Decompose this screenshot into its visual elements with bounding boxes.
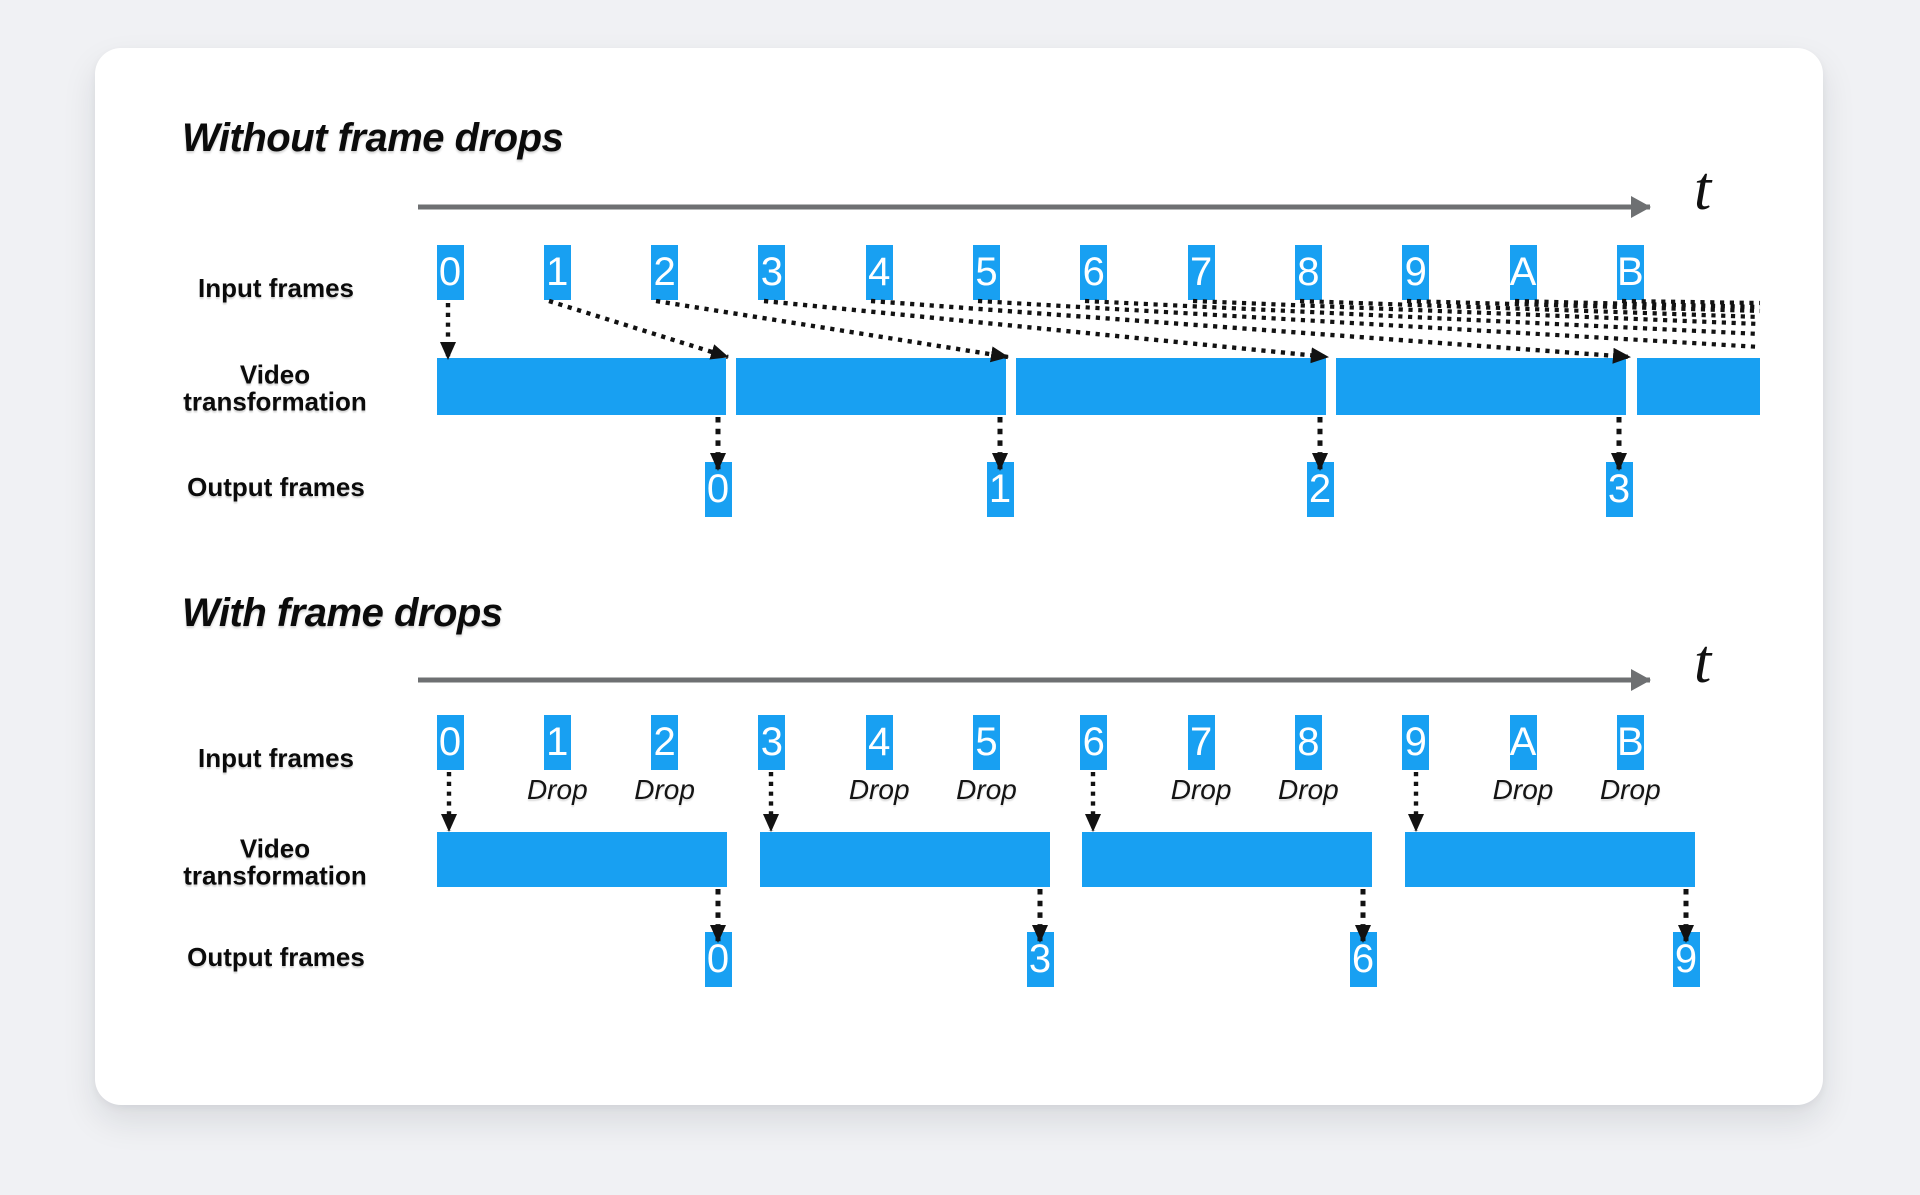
input-frames-label: Input frames xyxy=(197,272,355,303)
input-frame-box: 4 xyxy=(865,715,893,770)
drop-label: Drop xyxy=(526,774,588,805)
input-frame-box: 5 xyxy=(973,715,1000,770)
video-transformation-label-line: transformation xyxy=(183,386,367,416)
section-title: With frame drops xyxy=(182,591,503,635)
output-frames-label: Output frames xyxy=(187,941,365,972)
video-transformation-label-line: Video xyxy=(239,359,311,390)
transform-block xyxy=(1082,832,1372,887)
drop-label: Drop xyxy=(1599,774,1661,805)
input-frame-box: A xyxy=(1509,245,1537,300)
output-frame-box: 0 xyxy=(704,462,732,517)
drop-label: Drop xyxy=(956,774,1017,805)
drop-label: Drop xyxy=(1170,774,1232,805)
drop-label: Drop xyxy=(1492,774,1554,805)
output-frame-box: 0 xyxy=(704,932,732,987)
input-frame-box: 9 xyxy=(1402,715,1430,770)
transform-block xyxy=(1016,358,1326,415)
output-frame-box: 9 xyxy=(1672,932,1700,987)
input-frames-label: Input frames xyxy=(197,742,355,773)
diagram-card xyxy=(95,48,1823,1105)
input-frame-box: 0 xyxy=(436,715,464,770)
transform-block xyxy=(1336,358,1626,415)
input-frame-box: 1 xyxy=(543,715,571,770)
output-frame-box: 6 xyxy=(1349,932,1377,987)
transform-block xyxy=(437,358,726,415)
input-frame-box: 6 xyxy=(1080,715,1108,770)
time-axis-label: t xyxy=(1694,628,1712,696)
time-axis-label: t xyxy=(1694,155,1712,223)
video-transformation-label-line: transformation xyxy=(183,860,367,890)
input-frame-box: 1 xyxy=(543,245,571,300)
input-frame-box: 9 xyxy=(1402,245,1430,300)
input-frame-box: 5 xyxy=(973,245,1000,300)
drop-label: Drop xyxy=(1278,774,1339,805)
input-frame-box: B xyxy=(1616,245,1644,300)
input-frame-box: 7 xyxy=(1187,245,1215,300)
transform-block xyxy=(760,832,1050,887)
input-frame-box: 0 xyxy=(436,245,464,300)
output-frame-box: 3 xyxy=(1026,932,1054,987)
drop-label: Drop xyxy=(634,774,695,805)
input-frame-box: 8 xyxy=(1294,715,1322,770)
transform-block xyxy=(437,832,727,887)
section-title: Without frame drops xyxy=(182,116,564,160)
input-frame-box: 8 xyxy=(1294,245,1322,300)
input-frame-box: 3 xyxy=(758,715,786,770)
output-frame-box: 3 xyxy=(1605,462,1633,517)
input-frame-box: 2 xyxy=(651,715,679,770)
input-frame-box: 6 xyxy=(1080,245,1108,300)
output-frame-box: 1 xyxy=(986,462,1014,517)
transform-block xyxy=(1405,832,1695,887)
output-frames-label: Output frames xyxy=(187,471,365,502)
input-frame-box: B xyxy=(1616,715,1644,770)
video-transformation-label-line: Video xyxy=(239,833,311,864)
input-frame-box: 7 xyxy=(1187,715,1215,770)
drop-label: Drop xyxy=(848,774,910,805)
input-frame-box: 3 xyxy=(758,245,786,300)
input-frame-box: 2 xyxy=(651,245,679,300)
output-frame-box: 2 xyxy=(1306,462,1334,517)
transform-block xyxy=(1637,358,1760,415)
input-frame-box: 4 xyxy=(865,245,893,300)
input-frame-box: A xyxy=(1509,715,1537,770)
transform-block xyxy=(736,358,1006,415)
